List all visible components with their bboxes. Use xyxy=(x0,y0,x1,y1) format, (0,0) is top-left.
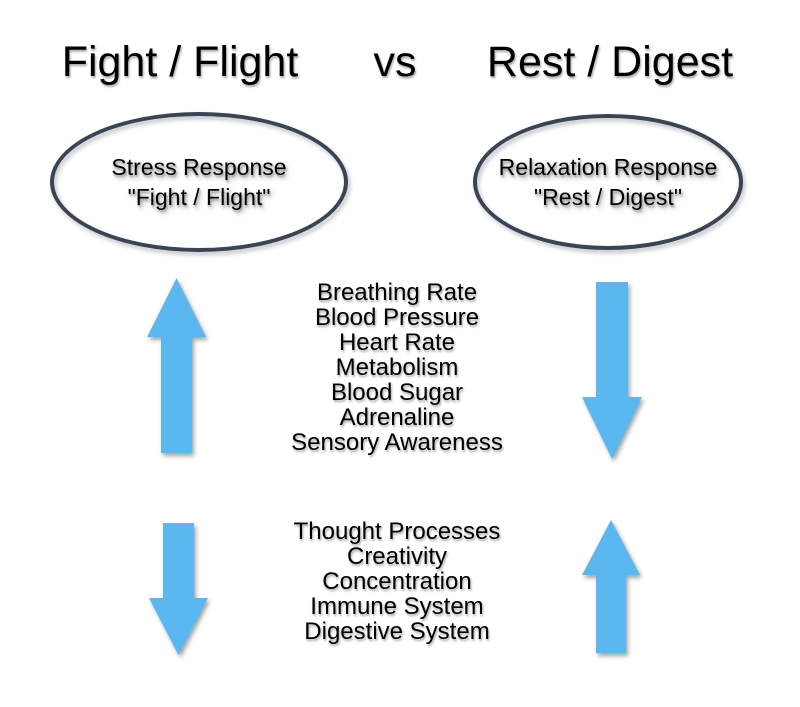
down-arrow-icon xyxy=(582,282,642,459)
list-item: Immune System xyxy=(310,593,484,620)
title-vs: vs xyxy=(373,38,417,86)
cognitive-decrease-list: Thought Processes Creativity Concentrati… xyxy=(247,519,547,644)
relaxation-response-bubble: Relaxation Response "Rest / Digest" xyxy=(473,114,743,250)
list-item: Heart Rate xyxy=(338,329,456,356)
list-item: Concentration xyxy=(322,568,472,595)
list-item: Sensory Awareness xyxy=(291,429,503,456)
list-item: Blood Pressure xyxy=(314,304,480,331)
physiological-increase-list: Breathing Rate Blood Pressure Heart Rate… xyxy=(247,280,547,455)
list-item: Metabolism xyxy=(335,354,459,381)
down-arrow-icon xyxy=(149,523,208,655)
stress-response-label: Stress Response xyxy=(111,154,287,180)
list-item: Blood Sugar xyxy=(330,379,464,406)
rest-digest-quote-label: "Rest / Digest" xyxy=(534,184,682,210)
list-item: Thought Processes xyxy=(293,518,501,545)
stress-response-bubble: Stress Response "Fight / Flight" xyxy=(50,112,348,252)
list-item: Breathing Rate xyxy=(316,279,478,306)
list-item: Adrenaline xyxy=(339,404,455,431)
up-arrow-icon xyxy=(582,520,640,653)
list-item: Creativity xyxy=(346,543,448,570)
list-item: Digestive System xyxy=(304,618,490,645)
title-fight-flight: Fight / Flight xyxy=(61,38,299,86)
title-rest-digest: Rest / Digest xyxy=(486,38,734,86)
up-arrow-icon xyxy=(147,278,206,453)
fight-flight-quote-label: "Fight / Flight" xyxy=(127,184,271,210)
relaxation-response-label: Relaxation Response xyxy=(498,154,718,180)
